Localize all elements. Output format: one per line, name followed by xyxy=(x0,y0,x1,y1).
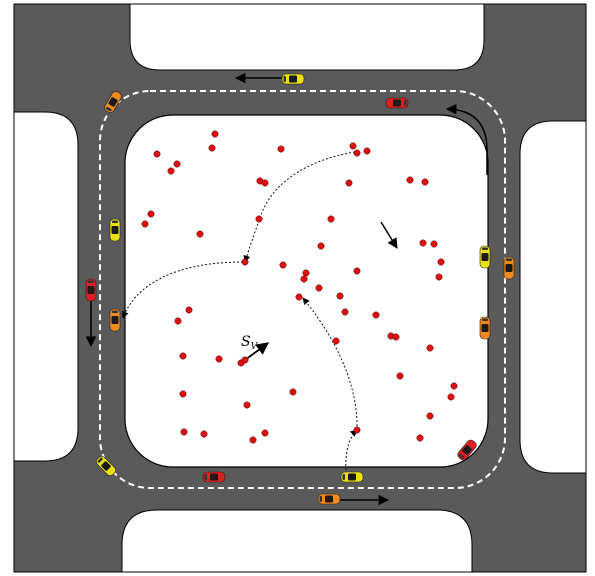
node-dot xyxy=(420,240,426,246)
node-dot xyxy=(242,259,248,265)
car-icon xyxy=(318,494,340,504)
node-dot xyxy=(290,389,296,395)
node-dot xyxy=(354,268,360,274)
node-dot xyxy=(451,383,457,389)
car-icon xyxy=(203,472,225,482)
node-dot xyxy=(186,307,192,313)
node-dot xyxy=(427,345,433,351)
node-dot xyxy=(303,270,309,276)
node-dot xyxy=(262,430,268,436)
node-dot xyxy=(174,161,180,167)
node-dot xyxy=(438,259,444,265)
node-dot xyxy=(197,231,203,237)
node-dot xyxy=(316,285,322,291)
car-icon xyxy=(110,219,120,241)
car-icon xyxy=(480,317,490,339)
node-dot xyxy=(342,309,348,315)
car-icon xyxy=(504,257,514,279)
car-icon xyxy=(341,472,363,482)
node-dot xyxy=(301,276,307,282)
block-left xyxy=(14,112,78,461)
node-dot xyxy=(397,373,403,379)
node-dot xyxy=(242,357,248,363)
node-dot xyxy=(216,356,222,362)
node-dot xyxy=(318,243,324,249)
node-dot xyxy=(296,294,302,300)
node-dot xyxy=(337,293,343,299)
node-dot xyxy=(154,151,160,157)
block-right xyxy=(520,121,586,473)
node-dot xyxy=(181,429,187,435)
car-icon xyxy=(86,279,96,301)
node-dot xyxy=(373,312,379,318)
node-dot xyxy=(142,221,148,227)
node-dot xyxy=(354,427,360,433)
block-top xyxy=(130,4,484,70)
node-dot xyxy=(354,150,360,156)
node-dot xyxy=(448,394,454,400)
node-dot xyxy=(407,177,413,183)
node-dot xyxy=(431,241,437,247)
node-dot xyxy=(333,338,339,344)
node-dot xyxy=(278,146,284,152)
car-icon xyxy=(282,74,304,84)
node-dot xyxy=(350,143,356,149)
node-dot xyxy=(168,168,174,174)
node-dot xyxy=(346,180,352,186)
car-icon xyxy=(110,309,120,331)
node-dot xyxy=(262,180,268,186)
node-dot xyxy=(244,402,250,408)
node-dot xyxy=(436,274,442,280)
block-bottom xyxy=(122,510,472,572)
node-dot xyxy=(328,216,334,222)
node-dot xyxy=(256,216,262,222)
node-dot xyxy=(280,262,286,268)
node-dot xyxy=(180,353,186,359)
node-dot xyxy=(209,145,215,151)
node-dot xyxy=(180,391,186,397)
node-dot xyxy=(250,437,256,443)
node-dot xyxy=(422,179,428,185)
inner-block xyxy=(125,115,488,467)
node-dot xyxy=(417,435,423,441)
node-dot xyxy=(393,334,399,340)
node-dot xyxy=(175,318,181,324)
node-dot xyxy=(212,131,218,137)
car-icon xyxy=(480,246,490,268)
node-dot xyxy=(148,211,154,217)
node-dot xyxy=(201,431,207,437)
node-dot xyxy=(427,413,433,419)
node-dot xyxy=(364,148,370,154)
car-icon xyxy=(386,98,408,108)
